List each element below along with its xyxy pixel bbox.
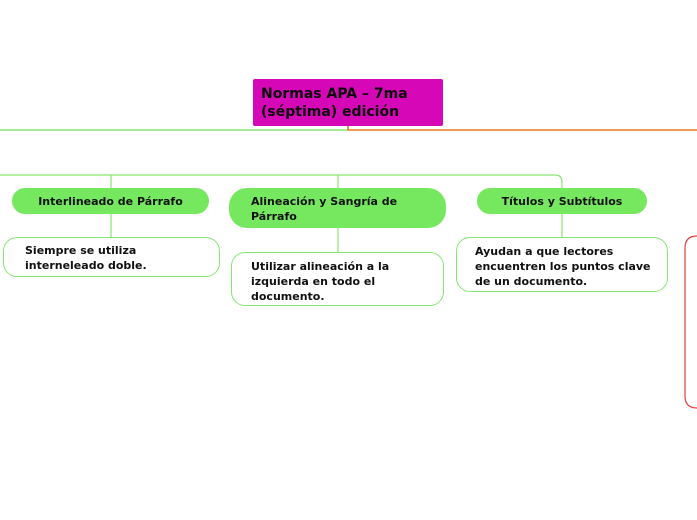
topic-label: Alineación y Sangría de Párrafo	[251, 195, 398, 223]
topic-label: Interlineado de Párrafo	[38, 195, 183, 208]
central-topic-label: Normas APA – 7ma (séptima) edición	[261, 86, 408, 120]
note-titulos[interactable]: Ayudan a que lectores encuentren los pun…	[456, 237, 668, 292]
topic-label: Títulos y Subtítulos	[501, 195, 623, 208]
note-interlineado[interactable]: Siempre se utiliza interneleado doble.	[3, 237, 220, 277]
note-text: Ayudan a que lectores encuentren los pun…	[475, 245, 651, 288]
central-topic[interactable]: Normas APA – 7ma (séptima) edición	[253, 79, 443, 126]
note-text: Siempre se utiliza interneleado doble.	[25, 244, 147, 272]
topic-interlineado[interactable]: Interlineado de Párrafo	[12, 188, 209, 214]
right-branch-connector	[347, 126, 697, 131]
topic-bus-connector	[0, 174, 563, 188]
note-text: Utilizar alineación a la izquierda en to…	[251, 260, 390, 303]
offscreen-branch-outline	[684, 235, 697, 409]
topic-alineacion[interactable]: Alineación y Sangría de Párrafo	[229, 188, 446, 228]
note-alineacion[interactable]: Utilizar alineación a la izquierda en to…	[231, 252, 444, 306]
left-branch-connector	[0, 126, 349, 131]
topic-titulos[interactable]: Títulos y Subtítulos	[477, 188, 647, 214]
